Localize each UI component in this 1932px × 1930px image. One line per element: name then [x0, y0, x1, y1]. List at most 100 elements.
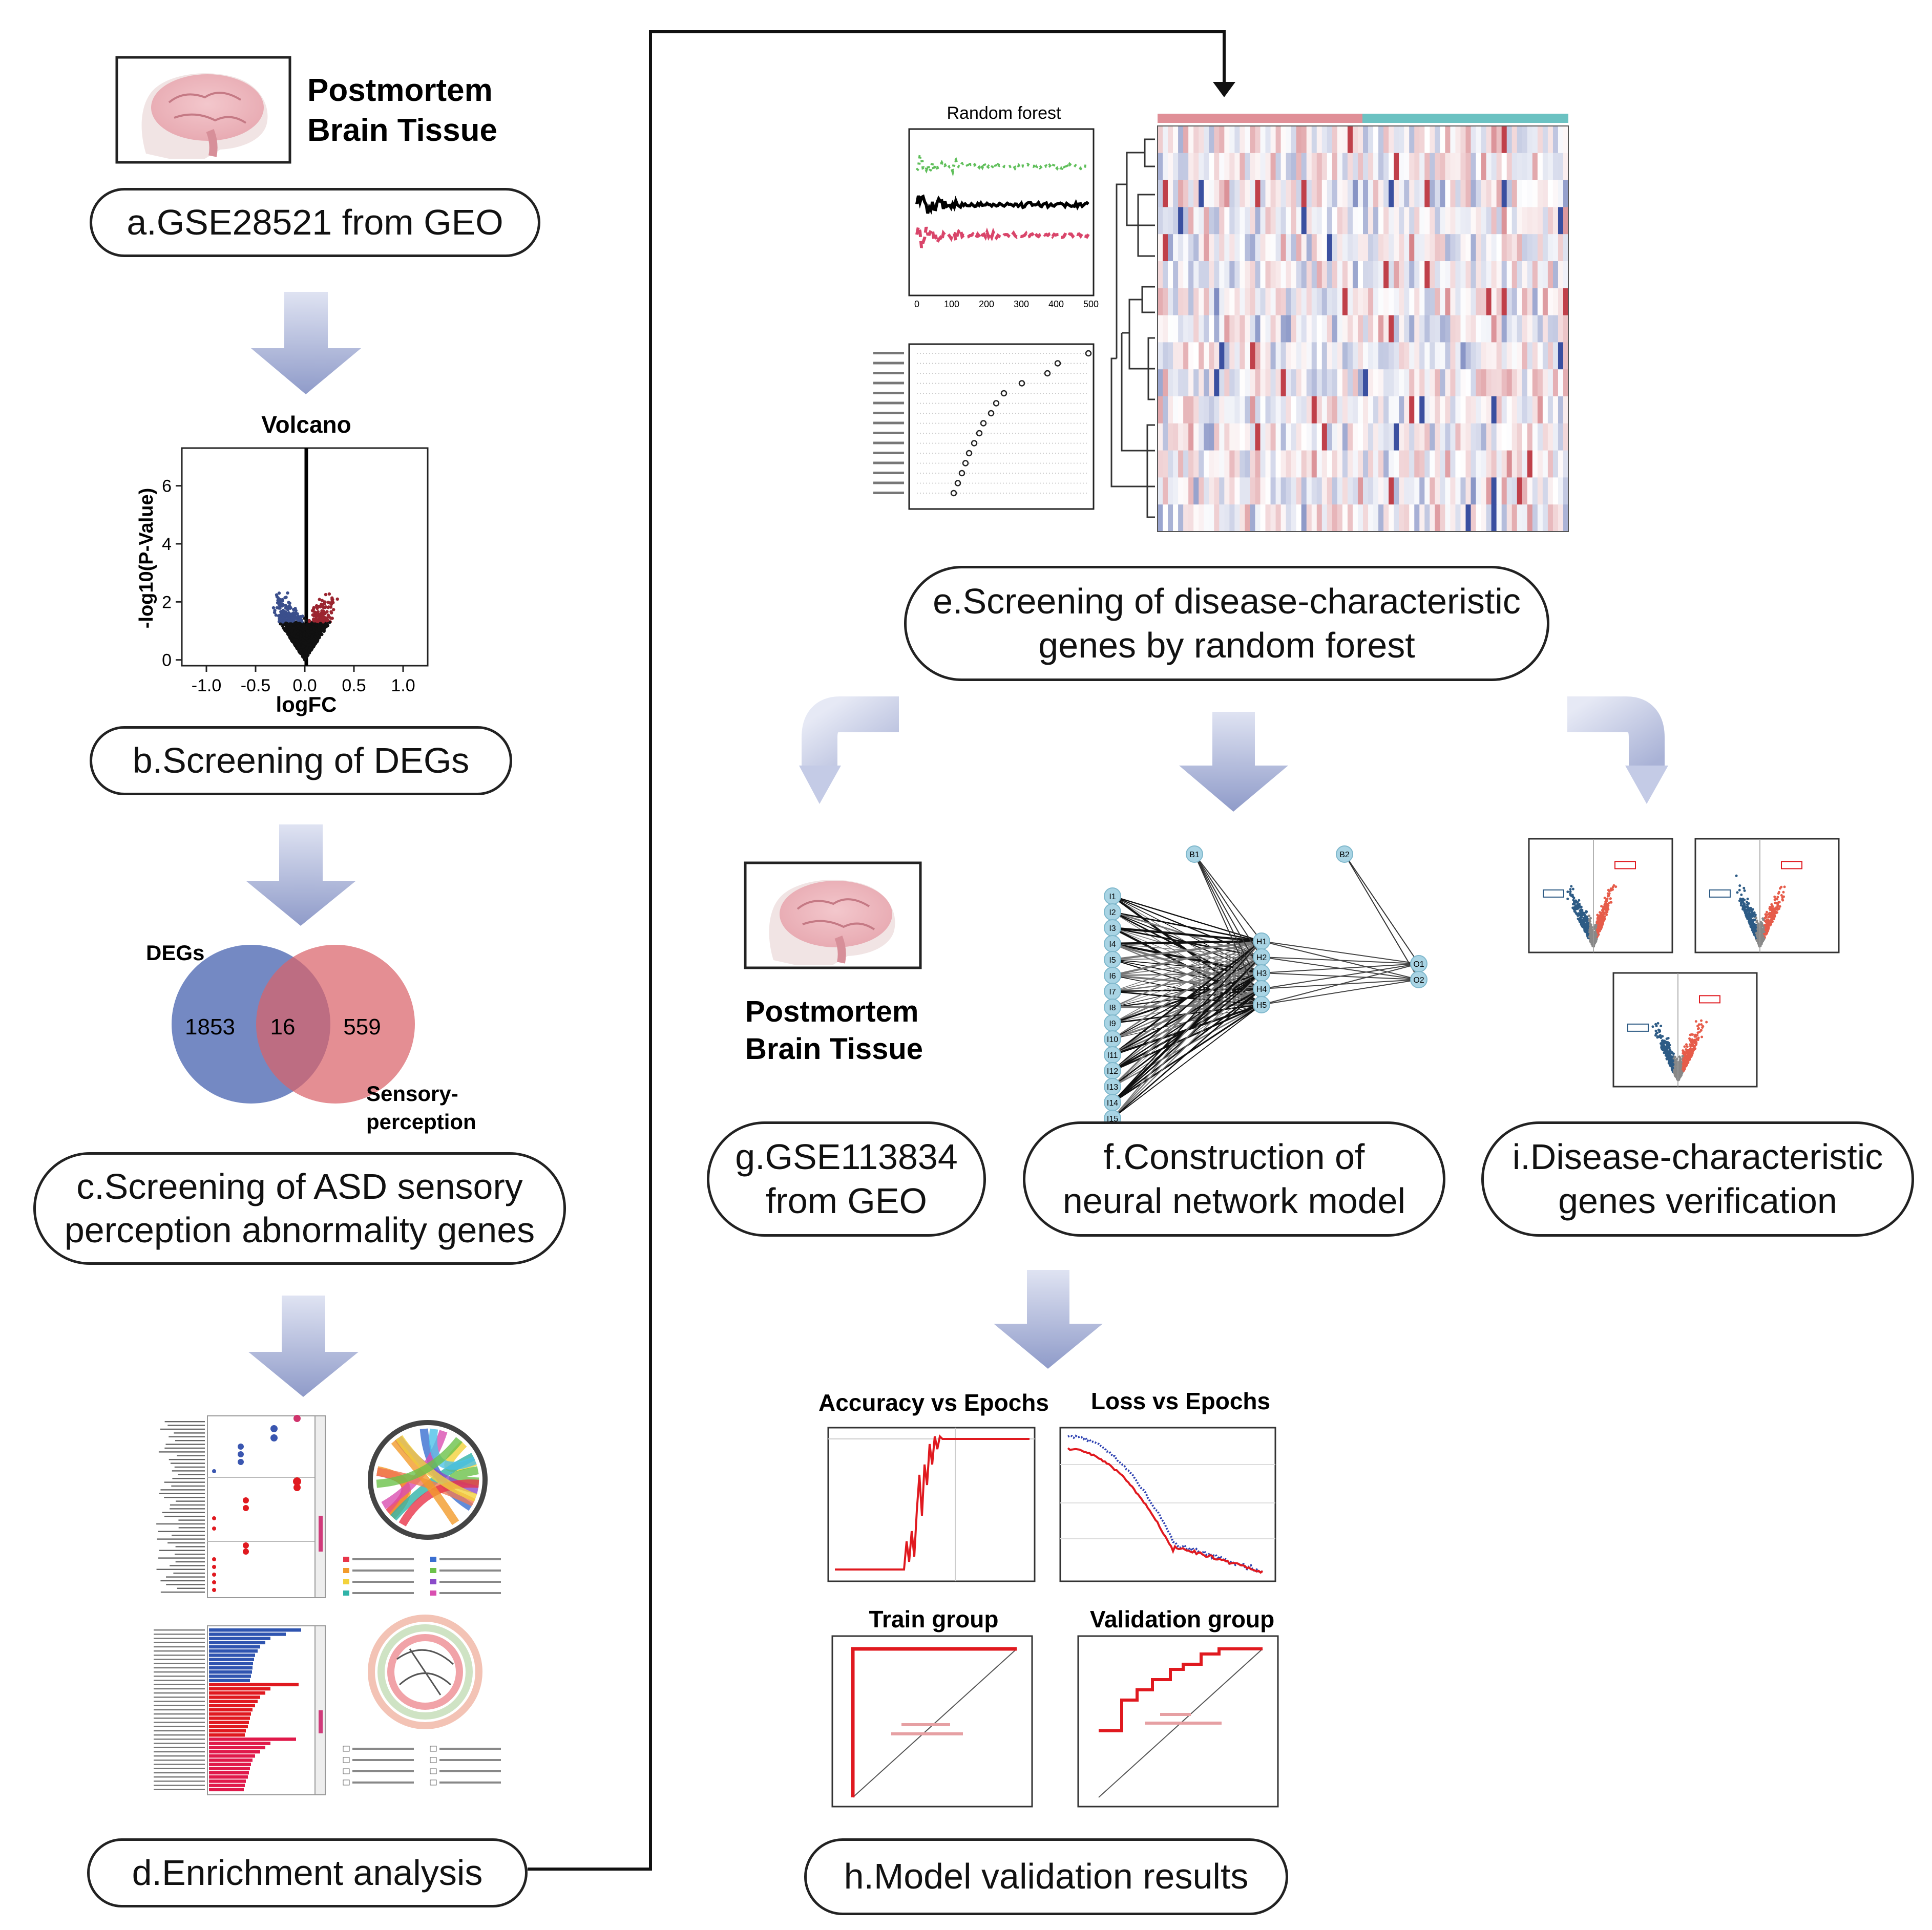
enrichment-bar-label: [154, 1684, 205, 1685]
volcano-ylabel: -log10(P-Value): [136, 488, 157, 629]
heatmap-cell: [1506, 450, 1513, 478]
heatmap-cell: [1435, 477, 1440, 505]
heatmap-cell: [1491, 342, 1497, 370]
heatmap-cell: [1486, 342, 1492, 370]
heatmap-cell: [1173, 342, 1179, 370]
heatmap-cell: [1321, 207, 1328, 235]
heatmap-cell: [1270, 288, 1276, 316]
heatmap-cell: [1435, 207, 1440, 235]
heatmap-cell: [1394, 126, 1399, 154]
enrichment-bar: [209, 1750, 260, 1754]
heatmap-cell: [1337, 180, 1343, 207]
heatmap-cell: [1291, 153, 1297, 181]
heatmap-cell: [1204, 342, 1209, 370]
heatmap-cell: [1363, 153, 1369, 181]
heatmap-cell: [1265, 315, 1271, 343]
heatmap-cell: [1234, 261, 1240, 289]
enrichment-term-label: [156, 1523, 205, 1525]
rf-importance-dot: [971, 440, 978, 447]
enrichment-term-label: [171, 1485, 205, 1487]
verification-point: [1590, 933, 1593, 936]
heatmap-cell: [1532, 396, 1538, 424]
nn-node-label: B2: [1339, 851, 1350, 859]
heatmap-cell: [1255, 207, 1261, 235]
heatmap-cell: [1214, 261, 1220, 289]
heatmap-cell: [1173, 180, 1179, 207]
heatmap-cell: [1163, 423, 1168, 451]
enrichment-bar: [209, 1670, 252, 1674]
heatmap-cell: [1327, 315, 1333, 343]
heatmap-cell: [1486, 234, 1492, 262]
volcano-point: [305, 634, 309, 638]
verification-point: [1755, 921, 1758, 924]
step-h-box: h.Model validation results: [804, 1838, 1288, 1915]
heatmap-cell: [1219, 288, 1225, 316]
heatmap-cell: [1229, 180, 1235, 207]
volcano-xtick-label: 0.5: [342, 676, 366, 695]
verification-point: [1571, 903, 1574, 906]
step-e-label-1: e.Screening of disease-characteristic: [933, 581, 1521, 622]
heatmap-cell: [1465, 153, 1472, 181]
volcano-point: [301, 628, 305, 632]
heatmap-cell: [1255, 477, 1261, 505]
heatmap-cell: [1373, 207, 1379, 235]
heatmap-cell: [1471, 396, 1477, 424]
chord-legend-text: [439, 1558, 501, 1560]
heatmap-cell: [1214, 180, 1220, 207]
heatmap-cell: [1296, 180, 1302, 207]
heatmap-cell: [1501, 234, 1507, 262]
volcano-point: [329, 601, 333, 605]
heatmap-cell: [1563, 369, 1569, 397]
heatmap-cell: [1465, 234, 1472, 262]
volcano-point: [279, 600, 283, 603]
heatmap-cell: [1460, 477, 1466, 505]
verification-point: [1584, 919, 1587, 922]
step-f-label-1: f.Construction of: [1103, 1137, 1365, 1177]
chord-legend-swatch: [343, 1557, 349, 1562]
heatmap-cell: [1260, 504, 1266, 532]
heatmap-cell: [1199, 504, 1204, 532]
verification-point: [1678, 1058, 1682, 1062]
heatmap-cell: [1291, 207, 1297, 235]
circos-legend-text: [352, 1770, 414, 1772]
enrichment-term-label: [172, 1535, 205, 1536]
nn-node-label: H4: [1256, 985, 1267, 994]
verification-point: [1756, 925, 1759, 928]
heatmap-cell: [1460, 450, 1466, 478]
verification-point: [1683, 1063, 1686, 1066]
enrichment-bubble: [243, 1497, 249, 1503]
heatmap-cell: [1378, 396, 1384, 424]
heatmap-cell: [1424, 234, 1430, 262]
heatmap-cell: [1455, 504, 1461, 532]
volcano-title: Volcano: [261, 411, 351, 438]
heatmap-cell: [1373, 288, 1379, 316]
heatmap-cell: [1455, 477, 1461, 505]
heatmap-cell: [1250, 315, 1255, 343]
heatmap-cell: [1424, 126, 1430, 154]
heatmap-cell: [1552, 504, 1559, 532]
circos-legend-text: [352, 1759, 414, 1761]
heatmap-cell: [1280, 477, 1287, 505]
heatmap-cell: [1229, 450, 1235, 478]
heatmap-cell: [1465, 315, 1472, 343]
heatmap-cell: [1363, 207, 1369, 235]
heatmap-cell: [1193, 396, 1199, 424]
heatmap-cell: [1173, 423, 1179, 451]
heatmap-cell: [1542, 369, 1548, 397]
heatmap-cell: [1532, 504, 1538, 532]
heatmap-cell: [1522, 342, 1528, 370]
heatmap-cell: [1445, 342, 1451, 370]
rf-error-line: [915, 194, 1089, 215]
heatmap-cell: [1419, 315, 1425, 343]
heatmap-cell: [1378, 423, 1384, 451]
enrichment-term-label: [167, 1542, 205, 1544]
verification-point: [1773, 898, 1776, 901]
heatmap-cell: [1260, 423, 1266, 451]
heatmap-cell: [1301, 153, 1307, 181]
nn-edge: [1261, 963, 1419, 1005]
enrichment-bubble: [238, 1451, 244, 1457]
step-i-label-2: genes verification: [1558, 1180, 1837, 1221]
heatmap-cell: [1409, 342, 1415, 370]
heatmap-cell: [1537, 288, 1543, 316]
heatmap-cell: [1363, 180, 1369, 207]
